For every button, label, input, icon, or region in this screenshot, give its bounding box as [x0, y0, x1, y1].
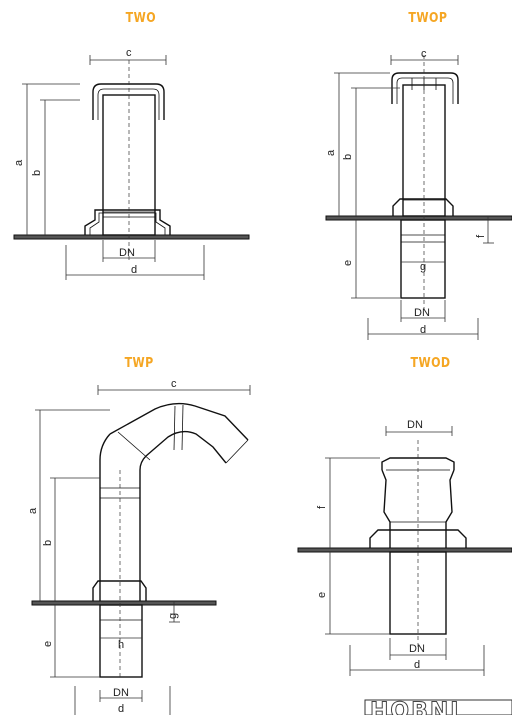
twop-label-b: b: [342, 154, 354, 160]
drawing-twod: [297, 426, 512, 676]
two-label-a: a: [13, 159, 25, 166]
two-label-c: c: [126, 47, 132, 59]
two-label-dn: DN: [119, 247, 135, 259]
twod-flange: [369, 529, 467, 548]
twop-label-c: c: [421, 48, 427, 60]
twp-label-c: c: [171, 378, 177, 390]
twp-label-e: e: [42, 641, 54, 647]
title-twod: TWOD: [410, 356, 451, 371]
drawing-twop: [325, 55, 512, 340]
two-label-d: d: [131, 264, 137, 276]
twop-label-a: a: [325, 149, 337, 156]
twod-label-f: f: [316, 505, 328, 509]
title-two: TWO: [125, 11, 157, 26]
twp-pipe-lower: [99, 604, 143, 678]
twod-pipe-lower: [389, 551, 447, 635]
twod-label-dn-bottom: DN: [409, 643, 425, 655]
two-label-b: b: [31, 170, 43, 176]
twp-label-dn: DN: [113, 687, 129, 699]
twod-label-e: e: [316, 592, 328, 598]
twop-flange: [392, 198, 454, 216]
drawing-twp: [31, 385, 251, 715]
twop-label-e: e: [342, 260, 354, 266]
twop-label-d: d: [420, 324, 426, 336]
twod-label-dn-top: DN: [407, 419, 423, 431]
title-twp: TWP: [124, 356, 154, 371]
twop-label-f: f: [475, 234, 487, 238]
twp-flange: [92, 580, 147, 601]
twp-label-h: h: [118, 639, 124, 651]
twp-label-b: b: [42, 540, 54, 546]
twop-cap: [391, 72, 459, 104]
two-cap: [92, 83, 165, 120]
drawing-two: [13, 55, 250, 280]
logo-text: HOBNI: [370, 699, 460, 715]
twop-label-g: g: [420, 261, 426, 273]
twod-label-d: d: [414, 659, 420, 671]
twp-label-d: d: [118, 703, 124, 715]
twop-pipe-lower: [400, 219, 446, 299]
twp-elbow: [109, 402, 249, 441]
title-twop: TWOP: [408, 11, 448, 26]
brand-logo: HOBNI: [364, 699, 512, 715]
twp-label-g: g: [167, 613, 179, 619]
twp-pipe-vertical: [99, 433, 111, 601]
twp-label-a: a: [27, 507, 39, 514]
two-flange: [84, 209, 171, 235]
twop-label-dn: DN: [414, 307, 430, 319]
